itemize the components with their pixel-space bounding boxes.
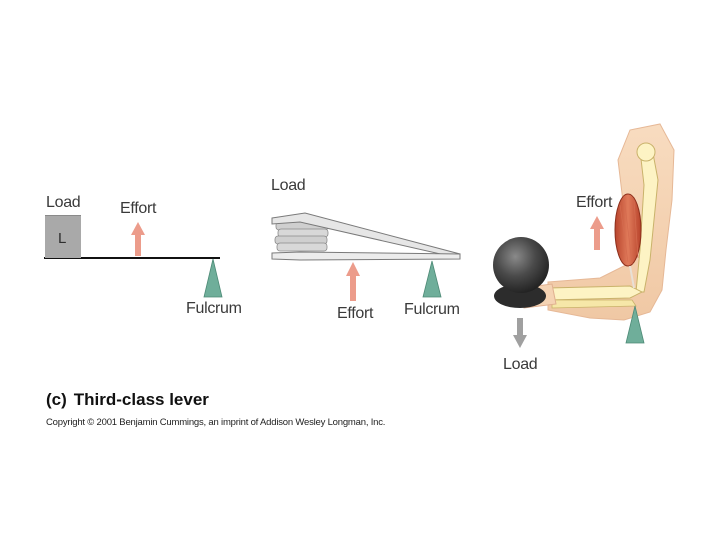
diagram3-load-label: Load bbox=[503, 356, 538, 373]
load-block-label: L bbox=[58, 230, 67, 247]
effort-arrow-icon bbox=[346, 262, 360, 301]
effort-arrow-icon bbox=[590, 216, 604, 250]
forearm-bone bbox=[547, 285, 644, 301]
caption-part: (c) bbox=[46, 390, 67, 409]
figure-caption: (c) Third-class lever bbox=[46, 390, 209, 410]
tweezers-lower-arm bbox=[271, 251, 461, 261]
fulcrum-triangle-icon bbox=[422, 260, 442, 298]
load-block: L bbox=[45, 215, 81, 258]
diagram1-effort-label: Effort bbox=[120, 200, 157, 217]
diagram3-effort-label: Effort bbox=[576, 194, 613, 211]
caption-title: Third-class lever bbox=[73, 390, 209, 409]
fulcrum-triangle-icon bbox=[203, 258, 223, 298]
tweezers-diagram bbox=[271, 212, 461, 301]
simple-lever-diagram bbox=[44, 222, 223, 298]
diagram2-effort-label: Effort bbox=[337, 305, 374, 322]
bowling-ball bbox=[493, 237, 549, 293]
diagram1-load-label: Load bbox=[46, 194, 81, 211]
diagram1-fulcrum-label: Fulcrum bbox=[186, 300, 242, 317]
load-arrow-icon bbox=[513, 318, 527, 348]
humerus-bone bbox=[635, 147, 659, 293]
copyright-notice: Copyright © 2001 Benjamin Cummings, an i… bbox=[46, 417, 386, 428]
fulcrum-triangle-icon bbox=[625, 305, 645, 344]
effort-arrow-icon bbox=[131, 222, 145, 256]
forearm-diagram bbox=[493, 123, 675, 348]
diagram2-load-label: Load bbox=[271, 177, 306, 194]
diagram2-fulcrum-label: Fulcrum bbox=[404, 301, 460, 318]
